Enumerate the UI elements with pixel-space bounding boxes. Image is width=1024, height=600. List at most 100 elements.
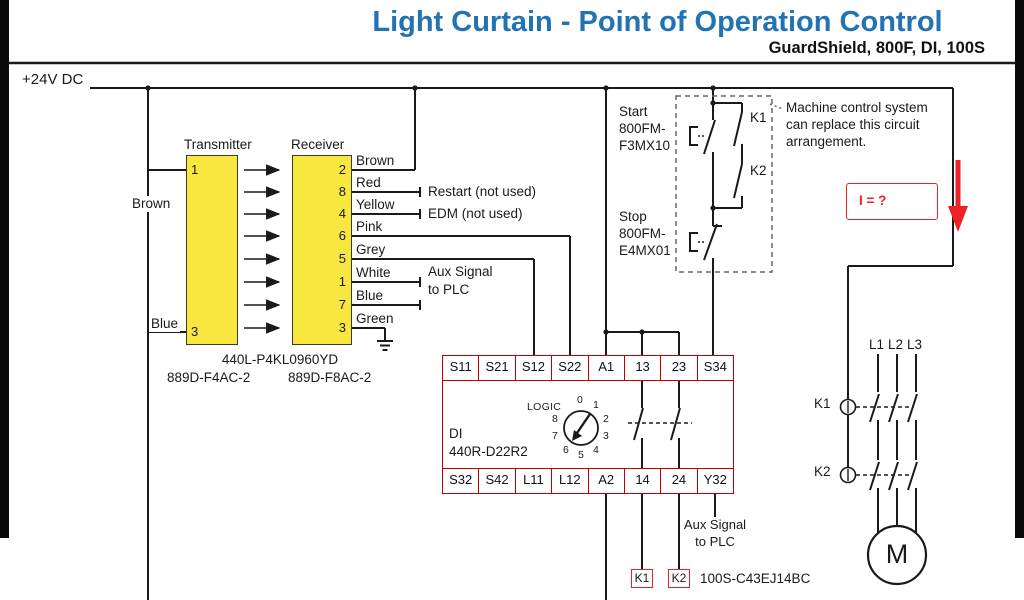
dial-number-4: 4	[593, 444, 599, 456]
aux-signal-line1: Aux Signal	[428, 264, 493, 279]
right-page-border	[1015, 0, 1024, 538]
logic-dial-circle	[563, 410, 599, 446]
terminal-14: 14	[625, 469, 662, 493]
tx-wire-label-blue: Blue	[149, 316, 181, 333]
rx-wire-label-brown: Brown	[356, 153, 395, 168]
machine-note-line3: arrangement.	[786, 134, 867, 149]
rx-wire-label-pink: Pink	[356, 219, 383, 234]
seal-k2-label: K2	[750, 163, 767, 178]
contactor-k1-label: K1	[814, 396, 831, 411]
aux-signal-line2: to PLC	[428, 282, 470, 297]
phase-label-l1: L1	[869, 337, 885, 352]
light-curtain-model: 440L-P4KL0960YD	[221, 352, 339, 367]
terminal-S11: S11	[443, 356, 480, 380]
terminal-S12: S12	[516, 356, 553, 380]
replaceable-circuit-dashed-box	[675, 95, 773, 273]
terminal-L11: L11	[516, 469, 553, 493]
contactor-pole-contacts	[869, 393, 918, 491]
rail-label: +24V DC	[22, 71, 84, 88]
coil-k1-label: K1	[634, 571, 650, 585]
phase-label-l2: L2	[888, 337, 904, 352]
rx-cable-model: 889D-F8AC-2	[288, 370, 372, 385]
dial-number-6: 6	[563, 444, 569, 456]
relay-model-line1: DI	[449, 426, 463, 441]
rx-wire-label-green: Green	[356, 311, 394, 326]
plus24v-rail	[90, 87, 954, 468]
rx-pin-2: 2	[338, 162, 346, 177]
rx-pin-8: 8	[338, 184, 346, 199]
rx-wire-label-white: White	[356, 265, 391, 280]
plc-aux-line2: to PLC	[695, 534, 735, 549]
terminal-Y32: Y32	[703, 472, 727, 487]
page-subtitle: GuardShield, 800F, DI, 100S	[768, 39, 985, 57]
rx-wire-label-yellow: Yellow	[356, 197, 395, 212]
terminal-L12: L12	[552, 469, 589, 493]
seal-in-branch-wires	[713, 102, 743, 209]
stop-label-line3: E4MX01	[619, 243, 671, 258]
start-stop-wires	[689, 88, 722, 356]
restart-note: Restart (not used)	[428, 184, 537, 199]
coil-k2-label: K2	[671, 571, 687, 585]
left-supply-wire	[147, 88, 186, 600]
receiver-box	[292, 155, 352, 345]
relay-model-line2: 440R-D22R2	[449, 444, 528, 459]
relay-logic-label: LOGIC	[527, 401, 562, 413]
rx-wire-label-blue: Blue	[356, 288, 384, 303]
terminal-23: 23	[661, 356, 698, 380]
terminal-A1: A1	[589, 356, 625, 380]
rx-pin-7: 7	[338, 297, 346, 312]
dial-number-2: 2	[603, 413, 609, 425]
coil-k1-highlight-box: K1	[631, 569, 653, 588]
dial-number-3: 3	[603, 430, 609, 442]
rx-pin-4: 4	[338, 206, 346, 221]
tx-wire-label-brown: Brown	[130, 196, 173, 213]
edm-note: EDM (not used)	[428, 206, 523, 221]
contactor-k2-label: K2	[814, 464, 831, 479]
k1-operator-symbol	[839, 398, 857, 416]
relay-top-terminal-row: S11 S21 S12 S22 A1 13 23 S34	[442, 355, 734, 381]
dial-number-8: 8	[552, 413, 558, 425]
dial-number-1: 1	[593, 399, 599, 411]
rx-wire-label-grey: Grey	[356, 242, 386, 257]
rx-pin-3: 3	[338, 320, 346, 335]
logic-dial-pointer-head	[572, 430, 582, 441]
terminal-A2: A2	[589, 469, 625, 493]
current-question-box: I = ?	[846, 183, 938, 220]
terminal-S32: S32	[443, 469, 480, 493]
terminal-S21: S21	[479, 356, 516, 380]
current-direction-arrow	[948, 160, 968, 232]
contactor-mech-link-dashes	[856, 406, 910, 476]
terminal-24: 24	[661, 469, 698, 493]
contactor-model: 100S-C43EJ14BC	[700, 571, 811, 586]
receiver-wires	[352, 88, 571, 356]
machine-note-line2: can replace this circuit	[786, 117, 920, 132]
terminal-S34: S34	[703, 359, 727, 374]
k2-operator-symbol	[839, 466, 857, 484]
note-connector-dashes	[769, 103, 784, 110]
dial-number-0: 0	[577, 394, 583, 406]
seal-k1-label: K1	[750, 110, 767, 125]
stop-label-line1: Stop	[619, 209, 647, 224]
dial-number-5: 5	[578, 449, 584, 461]
coil-k2-highlight-box: K2	[668, 569, 690, 588]
stop-label-line2: 800FM-	[619, 226, 666, 241]
relay-internal-contacts	[633, 381, 681, 469]
tx-pin-3: 3	[191, 324, 199, 339]
terminal-S22: S22	[552, 356, 589, 380]
pushbutton-actuator-links	[698, 135, 706, 243]
logic-dial-pointer	[576, 413, 591, 434]
phase-label-l3: L3	[907, 337, 923, 352]
junction-dots	[145, 85, 716, 335]
terminal-S42: S42	[479, 469, 516, 493]
current-question-text: I = ?	[859, 193, 887, 208]
dial-number-7: 7	[552, 430, 558, 442]
rx-wire-label-red: Red	[356, 175, 381, 190]
page-title: Light Curtain - Point of Operation Contr…	[372, 6, 943, 38]
ground-symbol	[377, 340, 393, 351]
start-label-line1: Start	[619, 104, 648, 119]
rx-pin-6: 6	[338, 228, 346, 243]
rx-pin-5: 5	[338, 251, 346, 266]
relay-output-wires	[605, 494, 716, 600]
tx-cable-model: 889D-F4AC-2	[167, 370, 251, 385]
